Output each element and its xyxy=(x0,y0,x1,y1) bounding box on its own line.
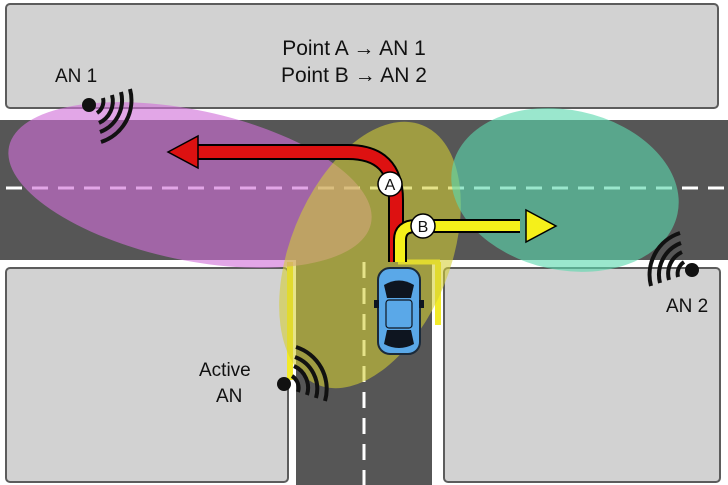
active-an-label-line1: Active xyxy=(199,360,251,381)
arrowhead-an1 xyxy=(166,134,199,170)
wifi-antenna-icon xyxy=(82,88,134,144)
wifi-antenna-icon xyxy=(277,345,329,402)
point-a-label: A xyxy=(385,177,396,194)
an2-label: AN 2 xyxy=(666,296,708,317)
legend-line-2: Point B → AN 2 xyxy=(281,64,427,87)
car-icon xyxy=(374,267,424,355)
point-b-marker: B xyxy=(410,213,436,239)
active-an-label-line2: AN xyxy=(216,386,242,407)
arrowhead-an2 xyxy=(525,208,558,244)
point-b-label: B xyxy=(418,219,429,236)
coverage-zone-an1 xyxy=(8,102,372,268)
point-a-marker: A xyxy=(377,171,403,197)
an1-label: AN 1 xyxy=(55,66,97,87)
building-top xyxy=(5,3,719,109)
legend-line-1: Point A → AN 1 xyxy=(282,37,426,60)
wifi-antenna-icon xyxy=(647,231,699,287)
